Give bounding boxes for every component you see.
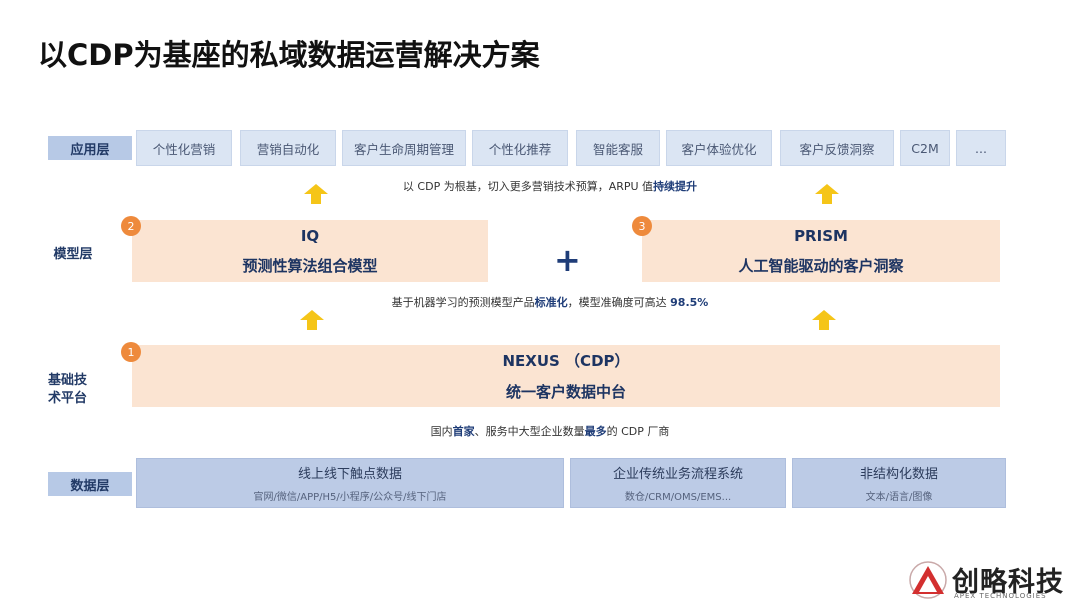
model-prism-desc: 人工智能驱动的客户洞察	[738, 256, 904, 275]
data-source-sub: 数仓/CRM/OMS/EMS...	[624, 492, 732, 503]
model-iq-desc: 预测性算法组合模型	[242, 256, 378, 275]
app-item[interactable]: 客户反馈洞察	[780, 130, 894, 166]
app-item[interactable]: 智能客服	[576, 130, 660, 166]
model-iq-name: IQ	[300, 226, 320, 245]
data-source-box[interactable]: 企业传统业务流程系统 数仓/CRM/OMS/EMS...	[570, 458, 786, 508]
up-arrow-icon	[304, 184, 328, 204]
up-arrow-icon	[300, 310, 324, 330]
nexus-desc: 统一客户数据中台	[505, 383, 626, 401]
app-item[interactable]: 营销自动化	[240, 130, 336, 166]
data-source-title: 非结构化数据	[859, 467, 938, 482]
app-item[interactable]: 个性化推荐	[472, 130, 568, 166]
plus-icon: +	[554, 241, 581, 279]
data-source-title: 企业传统业务流程系统	[612, 467, 743, 482]
up-arrow-icon	[815, 184, 839, 204]
company-logo-sub: APEX TECHNOLOGIES	[954, 592, 1047, 600]
app-item[interactable]: ...	[956, 130, 1006, 166]
layer-label-data: 数据层	[48, 472, 132, 496]
data-source-sub: 文本/语言/图像	[865, 492, 933, 503]
data-source-title: 线上线下触点数据	[297, 467, 402, 482]
app-item[interactable]: C2M	[900, 130, 950, 166]
badge-3: 3	[632, 216, 652, 236]
model-box-iq: IQ 预测性算法组合模型	[132, 220, 488, 282]
apex-logo-icon	[909, 561, 947, 599]
model-prism-name: PRISM	[794, 226, 848, 245]
layer-label-model: 模型层	[53, 246, 93, 262]
model-box-prism: PRISM 人工智能驱动的客户洞察	[642, 220, 1000, 282]
note-accuracy: 基于机器学习的预测模型产品标准化，模型准确度可高达 98.5%	[391, 296, 709, 309]
app-item[interactable]: 个性化营销	[136, 130, 232, 166]
layer-label-base: 基础技 术平台	[48, 373, 88, 406]
app-item[interactable]: 客户生命周期管理	[342, 130, 466, 166]
nexus-name: NEXUS （CDP）	[502, 352, 630, 370]
data-source-box[interactable]: 线上线下触点数据 官网/微信/APP/H5/小程序/公众号/线下门店	[136, 458, 564, 508]
badge-2: 2	[121, 216, 141, 236]
data-source-box[interactable]: 非结构化数据 文本/语言/图像	[792, 458, 1006, 508]
company-logo-name: 创略科技	[952, 567, 1064, 598]
nexus-box: NEXUS （CDP） 统一客户数据中台	[132, 345, 1000, 407]
badge-1: 1	[121, 342, 141, 362]
note-arpu: 以 CDP 为根基，切入更多营销技术预算，ARPU 值持续提升	[402, 180, 698, 193]
up-arrow-icon	[812, 310, 836, 330]
app-item[interactable]: 客户体验优化	[666, 130, 772, 166]
page-title: 以CDP为基座的私域数据运营解决方案	[38, 38, 540, 72]
layer-label-app: 应用层	[48, 136, 132, 160]
note-vendor: 国内首家、服务中大型企业数量最多的 CDP 厂商	[430, 425, 670, 438]
data-source-sub: 官网/微信/APP/H5/小程序/公众号/线下门店	[253, 492, 447, 503]
